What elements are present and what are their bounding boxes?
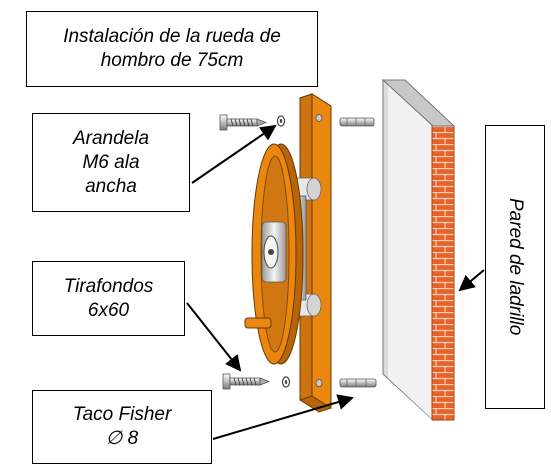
screw-icon (222, 373, 271, 390)
taco-line-1: Taco Fisher (72, 404, 172, 425)
taco-line-2: ∅ 8 (105, 428, 139, 449)
taco-arrow-icon (212, 394, 354, 440)
title-line-2: hombro de 75cm (100, 50, 244, 71)
wheel-icon (244, 143, 304, 365)
pared-arrow-icon (458, 269, 485, 292)
label-tirafondos: Tirafondos 6x60 (32, 261, 185, 336)
label-pared-de-ladrillo: Pared de ladrillo (485, 125, 545, 409)
washer-icon (281, 376, 291, 388)
tirafondos-line-2: 6x60 (87, 299, 130, 321)
wall-plug-icon (339, 378, 377, 388)
arandela-arrow-icon (191, 124, 277, 184)
arandela-line-3: ancha (85, 175, 137, 197)
bracket-bolt-icon (295, 177, 322, 317)
label-arandela: Arandela M6 ala ancha (32, 113, 190, 212)
arandela-line-2: M6 ala (82, 151, 140, 173)
brick-wall-icon (381, 78, 456, 422)
screw-icon (219, 114, 268, 131)
diagram-title: Instalación de la rueda de hombro de 75c… (26, 11, 318, 87)
arandela-line-1: Arandela (72, 127, 150, 149)
tirafondos-arrow-icon (186, 302, 242, 372)
wall-plug-icon (339, 117, 375, 127)
label-taco-fisher: Taco Fisher ∅ 8 (32, 390, 212, 464)
pared-label: Pared de ladrillo (505, 198, 526, 336)
washer-icon (276, 115, 286, 127)
tirafondos-line-1: Tirafondos (63, 275, 154, 297)
title-line-1: Instalación de la rueda de (63, 26, 281, 47)
